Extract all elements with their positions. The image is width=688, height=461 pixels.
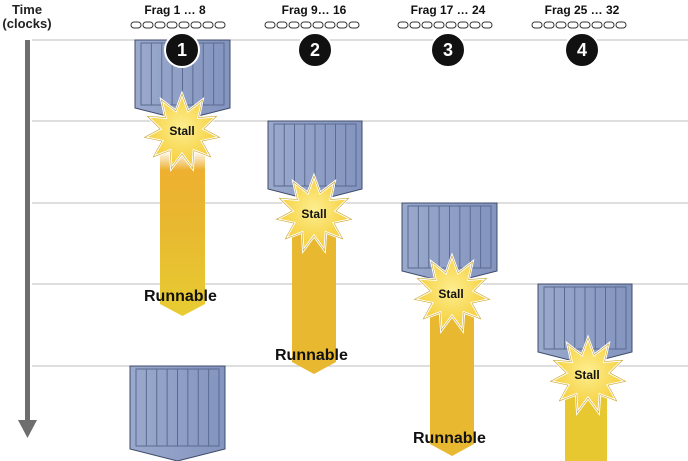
group-number-2: 2 bbox=[309, 40, 320, 60]
group-number-circles bbox=[164, 32, 600, 68]
warp-block-1 bbox=[134, 39, 231, 121]
fragment-chain-1 bbox=[130, 21, 226, 29]
warp-block-5 bbox=[129, 365, 226, 461]
runnable-bar-2 bbox=[292, 225, 336, 374]
frag-label-2: Frag 9… 16 bbox=[281, 3, 347, 17]
runnable-bars bbox=[160, 150, 607, 461]
runnable-label-3: Runnable bbox=[413, 430, 486, 447]
group-number-4: 4 bbox=[576, 40, 587, 60]
fragment-chain-4 bbox=[531, 21, 627, 29]
stall-label-1: Stall bbox=[169, 124, 195, 138]
group-circle-3 bbox=[430, 32, 466, 68]
warp-blocks bbox=[129, 39, 633, 461]
runnable-bar-3 bbox=[430, 310, 474, 456]
time-axis-label-line2: (clocks) bbox=[2, 16, 52, 31]
frag-label-3: Frag 17 … 24 bbox=[410, 3, 486, 17]
fragment-chain-3 bbox=[397, 21, 493, 29]
frag-label-4: Frag 25 … 32 bbox=[544, 3, 620, 17]
stall-label-3: Stall bbox=[438, 287, 464, 301]
time-axis-arrow bbox=[18, 40, 37, 438]
frag-label-1: Frag 1 … 8 bbox=[144, 3, 206, 17]
group-circle-1 bbox=[164, 32, 200, 68]
runnable-label-1: Runnable bbox=[144, 288, 217, 305]
time-axis-label: Time (clocks) bbox=[0, 3, 54, 31]
runnable-bar-1 bbox=[160, 150, 205, 316]
group-circle-2 bbox=[297, 32, 333, 68]
group-number-1: 1 bbox=[176, 40, 187, 60]
group-circle-4 bbox=[564, 32, 600, 68]
stall-label-2: Stall bbox=[301, 207, 327, 221]
group-number-3: 3 bbox=[442, 40, 453, 60]
fragment-chain-2 bbox=[264, 21, 360, 29]
fragment-chains bbox=[130, 21, 627, 29]
stall-bursts bbox=[140, 90, 630, 416]
stall-label-4: Stall bbox=[574, 368, 600, 382]
time-axis-label-line1: Time bbox=[11, 2, 43, 17]
runnable-label-2: Runnable bbox=[275, 347, 348, 364]
